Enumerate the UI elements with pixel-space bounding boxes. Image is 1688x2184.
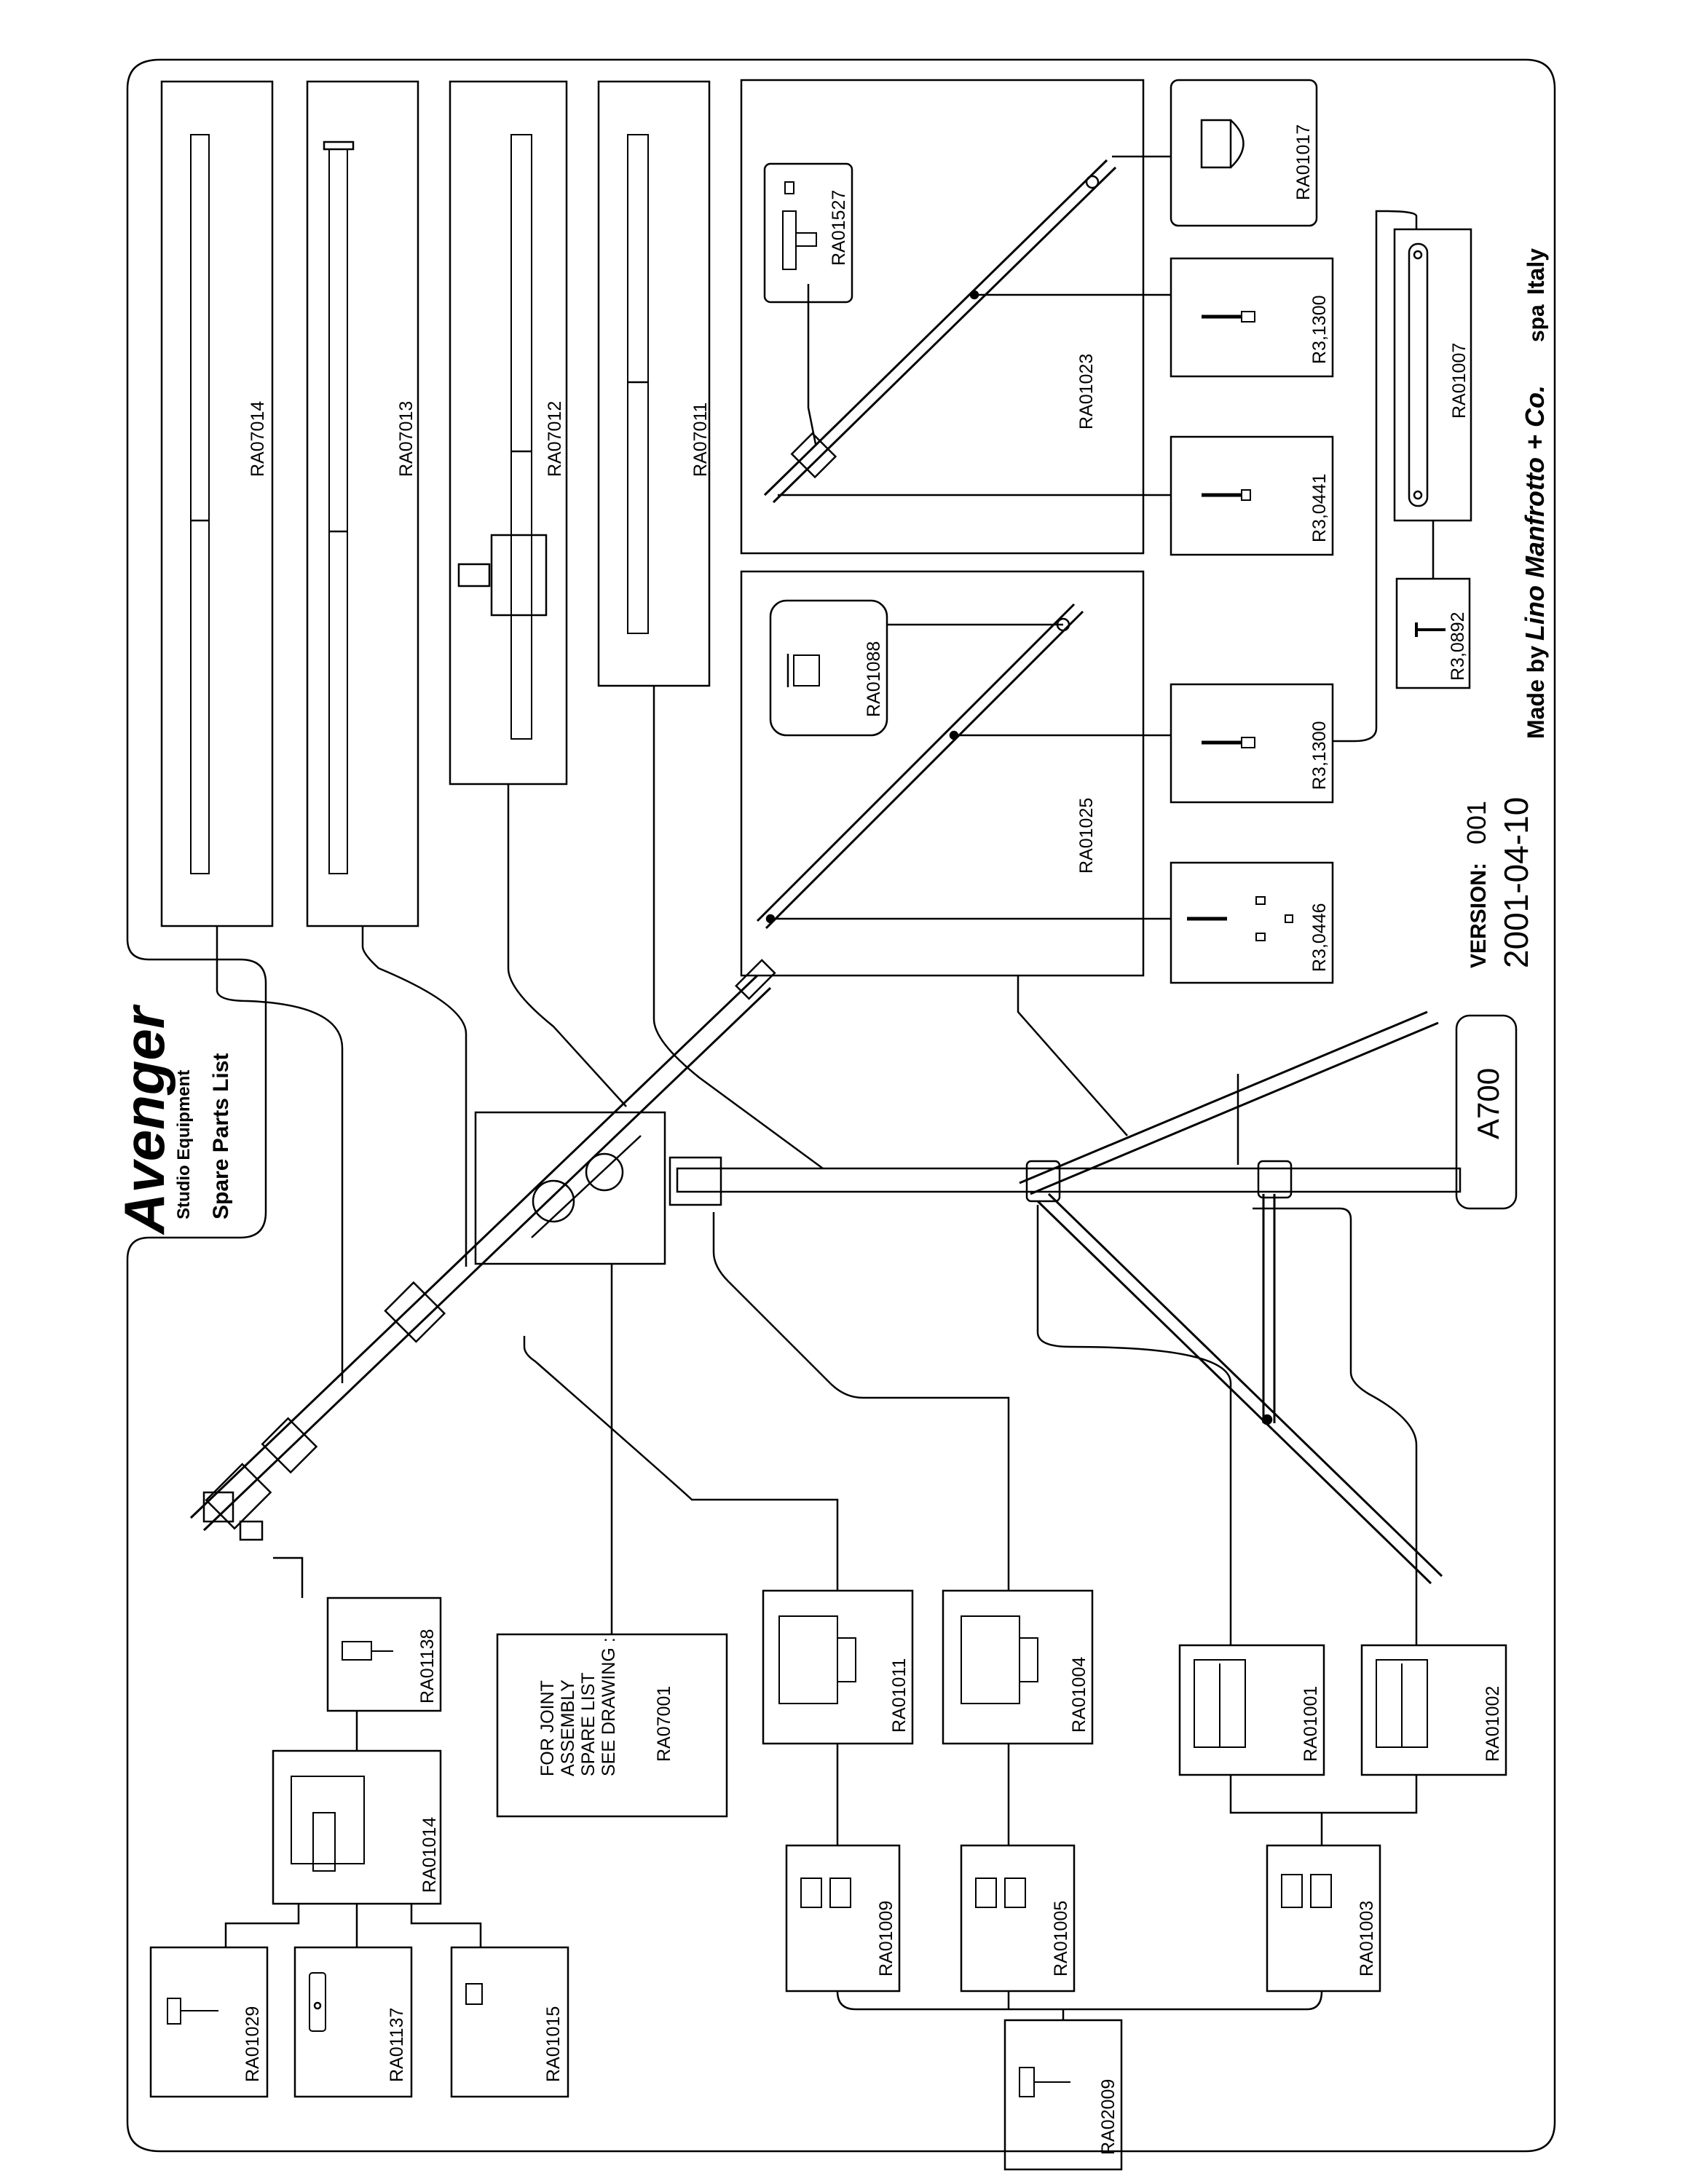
part-ra01003: RA01003 xyxy=(1266,1844,1381,1993)
part-ra01017: RA01017 xyxy=(1170,79,1318,227)
maker-country: Italy xyxy=(1523,248,1549,295)
connectors-ra01014 xyxy=(224,1711,482,1947)
version-block: VERSION: 001 2001-04-10 xyxy=(1462,797,1535,968)
label-ra01002: RA01002 xyxy=(1483,1686,1503,1762)
title-block: Avenger Studio Equipment Spare Parts Lis… xyxy=(112,1004,233,1235)
label-ra01015: RA01015 xyxy=(543,2006,564,2082)
page-title: Spare Parts List xyxy=(209,1053,233,1219)
part-ra01001: RA01001 xyxy=(1178,1644,1325,1776)
label-ra01088: RA01088 xyxy=(864,641,884,717)
label-ra01017: RA01017 xyxy=(1293,124,1314,200)
part-ra01029: RA01029 xyxy=(149,1946,269,2098)
label-ra07012: RA07012 xyxy=(545,401,565,477)
model-number: A700 xyxy=(1471,1068,1505,1139)
joint-note-box: FOR JOINT ASSEMBLY SPARE LIST SEE DRAWIN… xyxy=(496,1633,728,1818)
brand-logo: Avenger xyxy=(112,1004,176,1235)
part-ra01005: RA01005 xyxy=(960,1844,1076,1993)
part-ra02009: RA02009 xyxy=(1003,2019,1123,2171)
maker-line: Made by Lino Manfrotto + Co. spa Italy xyxy=(1520,248,1550,739)
label-ra01005: RA01005 xyxy=(1051,1901,1071,1977)
label-ra01137: RA01137 xyxy=(387,2008,407,2082)
label-ra01003: RA01003 xyxy=(1357,1901,1377,1977)
version-number: 001 xyxy=(1462,801,1491,844)
callout-lines-right xyxy=(770,155,1171,920)
part-ra01015: RA01015 xyxy=(450,1946,569,2098)
brand-subtitle: Studio Equipment xyxy=(174,1070,194,1219)
joint-note-line3: SPARE LIST xyxy=(578,1672,599,1776)
revision-date: 2001-04-10 xyxy=(1497,797,1535,968)
part-r3-0892: R3,0892 xyxy=(1395,577,1471,689)
part-ra01023: RA01023 xyxy=(740,79,1145,555)
part-ra01004: RA01004 xyxy=(942,1589,1094,1745)
part-r3-0441: R3,0441 xyxy=(1170,435,1334,556)
part-r3-0446: R3,0446 xyxy=(1170,861,1334,984)
label-ra01527: RA01527 xyxy=(829,190,849,266)
part-ra07011: RA07011 xyxy=(597,80,711,687)
label-r3-0892: R3,0892 xyxy=(1448,612,1468,681)
label-ra01004: RA01004 xyxy=(1069,1657,1089,1733)
part-ra01527: RA01527 xyxy=(763,162,853,304)
part-r3-1300-top: R3,1300 xyxy=(1170,257,1334,378)
label-ra01007: RA01007 xyxy=(1449,343,1470,419)
part-ra01014: RA01014 xyxy=(272,1749,442,1905)
label-ra07013: RA07013 xyxy=(396,401,417,477)
version-label: VERSION: xyxy=(1467,863,1491,968)
maker-prefix: Made by xyxy=(1523,646,1549,739)
part-ra01011: RA01011 xyxy=(762,1589,914,1745)
model-box xyxy=(1455,1014,1518,1210)
part-ra01088: RA01088 xyxy=(769,599,888,737)
connectors-bottom-right xyxy=(836,1744,1418,2020)
part-r3-1300-mid: R3,1300 xyxy=(1170,683,1334,804)
joint-note-line4: SEE DRAWING : xyxy=(599,1637,619,1776)
part-ra01007: RA01007 xyxy=(1393,228,1472,522)
label-ra01025: RA01025 xyxy=(1076,798,1097,874)
label-ra01014: RA01014 xyxy=(419,1817,440,1893)
callout-lines-main xyxy=(216,686,1418,1645)
part-ra07014: RA07014 xyxy=(160,80,274,927)
joint-note-ref: RA07001 xyxy=(654,1686,674,1762)
maker-suffix: spa xyxy=(1525,304,1549,342)
joint-note-line1: FOR JOINT xyxy=(537,1680,558,1776)
label-r3-0441: R3,0441 xyxy=(1309,473,1330,542)
label-r3-1300-top: R3,1300 xyxy=(1309,295,1330,364)
part-ra01137: RA01137 xyxy=(293,1946,413,2098)
label-r3-0446: R3,0446 xyxy=(1309,903,1330,972)
sheet-border xyxy=(126,58,1556,2153)
joint-note-line2: ASSEMBLY xyxy=(558,1679,578,1776)
label-ra01011: RA01011 xyxy=(889,1658,910,1733)
label-ra01023: RA01023 xyxy=(1076,354,1097,430)
label-ra01001: RA01001 xyxy=(1301,1686,1321,1762)
part-ra07012: RA07012 xyxy=(449,80,568,786)
label-ra07011: RA07011 xyxy=(690,403,711,477)
label-r3-1300-mid: R3,1300 xyxy=(1309,721,1330,790)
part-ra01025: RA01025 xyxy=(740,570,1145,977)
label-ra01029: RA01029 xyxy=(242,2006,263,2082)
part-ra07013: RA07013 xyxy=(306,80,419,927)
part-ra01002: RA01002 xyxy=(1360,1644,1507,1776)
connector-ra01007 xyxy=(1333,210,1418,743)
label-ra01009: RA01009 xyxy=(876,1901,896,1977)
main-assembly xyxy=(189,959,1462,1585)
part-ra01009: RA01009 xyxy=(785,1844,901,1993)
part-ra01138: RA01138 xyxy=(326,1597,442,1712)
label-ra02009: RA02009 xyxy=(1098,2079,1119,2155)
label-ra07014: RA07014 xyxy=(248,401,268,477)
label-ra01138: RA01138 xyxy=(417,1629,438,1704)
maker-name: Lino Manfrotto + Co. xyxy=(1520,385,1550,641)
